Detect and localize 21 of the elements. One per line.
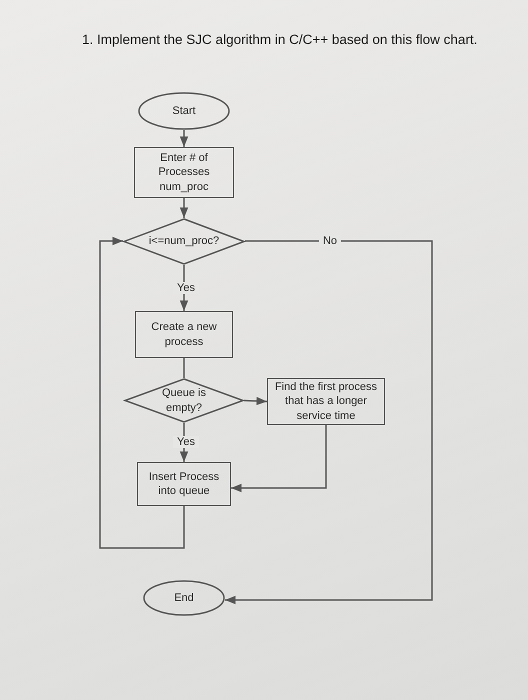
connector-arrow [225,240,433,604]
connector-arrow [99,236,185,549]
connector-arrow [244,396,268,406]
node-text: Find the first process that has a longer service time [274,380,378,423]
node-text: Enter # of Processes num_proc [157,151,211,194]
process-box [137,462,231,506]
node-text: Create a new process [150,320,218,349]
node-text: Queue is empty? [160,386,207,415]
node-text: End [173,590,195,606]
title: 1. Implement the SJC algorithm in C/C++ based on this flow chart. [82,32,478,47]
process-box [135,311,233,358]
edge-label: Yes [173,436,199,448]
edge-label: No [318,235,342,247]
connector-arrow [180,198,188,218]
node-text: Insert Process into queue [148,470,220,498]
node-text: i<=num_proc? [148,234,220,249]
connector-arrow [180,130,188,147]
process-box [134,147,234,198]
node-text: Start [171,104,197,118]
connector-arrow [231,425,327,492]
process-box [267,378,385,425]
